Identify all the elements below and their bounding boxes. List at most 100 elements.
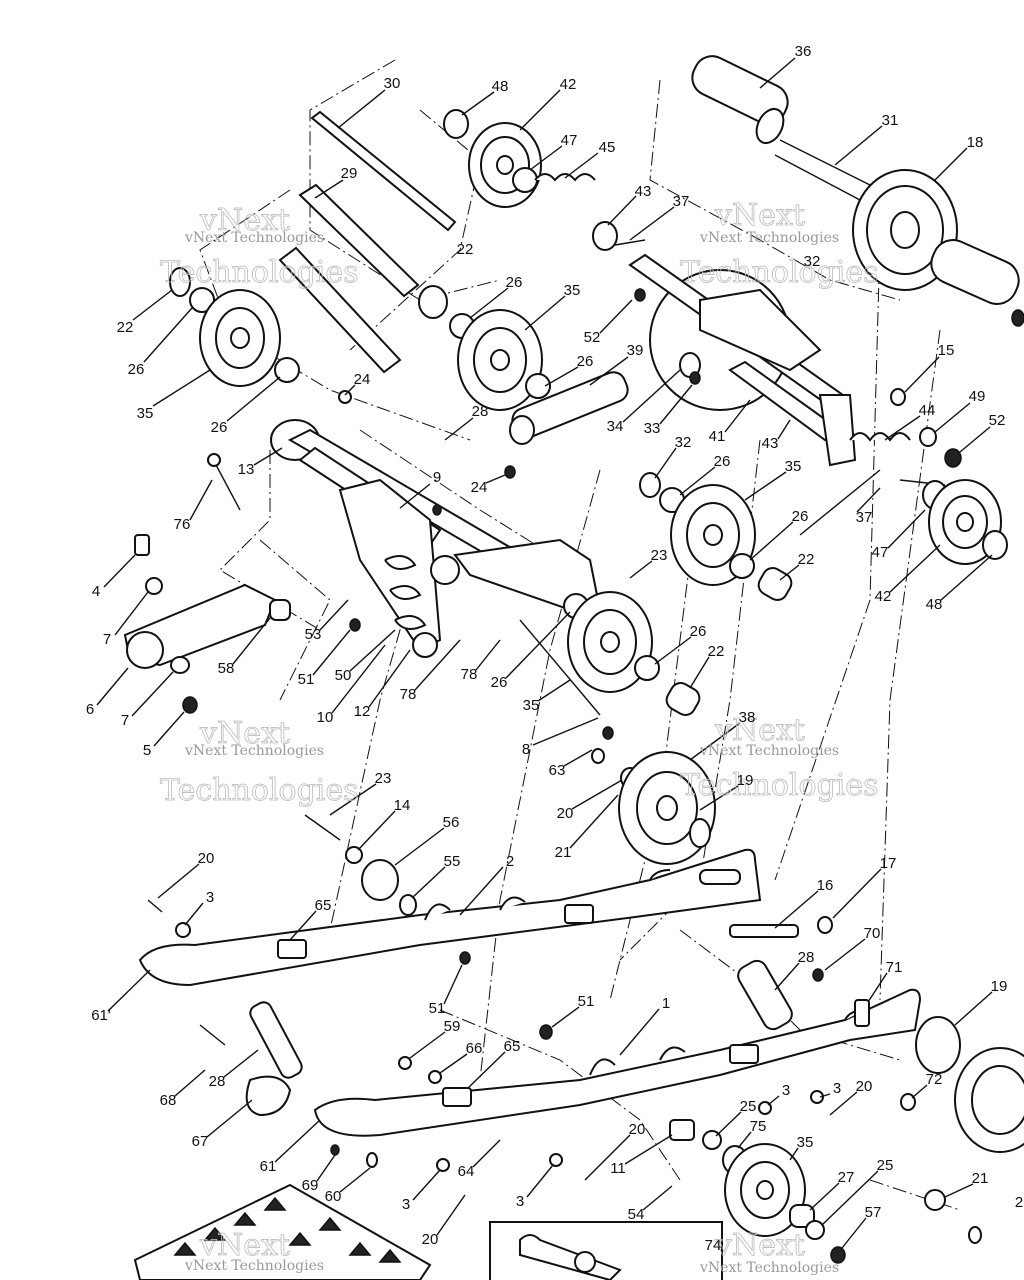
callout-36: 36 — [795, 43, 812, 60]
slide-rail-lower — [313, 916, 922, 1137]
callout-26: 26 — [491, 674, 508, 691]
track-segment — [133, 1183, 432, 1280]
watermark-text: vNext Technologies — [699, 1260, 839, 1276]
large-lower-wheel — [618, 751, 716, 865]
inset-box — [489, 1221, 723, 1280]
callout-44: 44 — [919, 402, 936, 419]
callout-34: 34 — [607, 418, 624, 435]
watermark-top-left: vNext vNext Technologies Technologies — [160, 203, 359, 291]
callout-1: 1 — [662, 995, 670, 1012]
callout-38: 38 — [739, 709, 756, 726]
callout-leaders — [96, 57, 993, 1249]
callout-63: 63 — [549, 762, 566, 779]
callout-2: 2 — [1015, 1194, 1023, 1211]
callout-27: 27 — [838, 1169, 855, 1186]
callout-24: 24 — [471, 479, 488, 496]
callout-56: 56 — [443, 814, 460, 831]
callout-15: 15 — [938, 342, 955, 359]
callout-20: 20 — [422, 1231, 439, 1248]
shafts — [278, 110, 457, 374]
callout-12: 12 — [354, 703, 371, 720]
callout-72: 72 — [926, 1071, 943, 1088]
callout-23: 23 — [651, 547, 668, 564]
callout-66: 66 — [466, 1040, 483, 1057]
callout-35: 35 — [137, 405, 154, 422]
middle-right-wheel — [639, 472, 793, 601]
callout-35: 35 — [797, 1134, 814, 1151]
callout-50: 50 — [335, 667, 352, 684]
callout-39: 39 — [627, 342, 644, 359]
callout-42: 42 — [560, 76, 577, 93]
right-idler-wheel — [922, 479, 1008, 565]
callout-9: 9 — [433, 469, 441, 486]
callout-61: 61 — [260, 1158, 277, 1175]
watermark-text: Technologies — [680, 255, 879, 290]
callout-20: 20 — [856, 1078, 873, 1095]
watermark-text: vNext Technologies — [699, 230, 839, 246]
left-upper-wheel — [169, 267, 300, 387]
watermark-text: vNext — [199, 1228, 290, 1263]
callout-37: 37 — [673, 193, 690, 210]
watermark-text: Technologies — [680, 768, 879, 803]
callout-54: 54 — [628, 1206, 645, 1223]
callout-22: 22 — [798, 551, 815, 568]
callout-53: 53 — [305, 626, 322, 643]
callout-49: 49 — [969, 388, 986, 405]
front-link-assembly — [123, 534, 361, 714]
callout-6: 6 — [86, 701, 94, 718]
callout-16: 16 — [817, 877, 834, 894]
callout-35: 35 — [523, 697, 540, 714]
callout-26: 26 — [128, 361, 145, 378]
lower-right-wheel — [330, 1016, 1024, 1264]
callout-25: 25 — [877, 1157, 894, 1174]
callout-57: 57 — [865, 1204, 882, 1221]
callout-26: 26 — [690, 623, 707, 640]
callout-7: 7 — [103, 631, 111, 648]
callout-65: 65 — [315, 897, 332, 914]
callout-51: 51 — [429, 1000, 446, 1017]
callout-67: 67 — [192, 1133, 209, 1150]
callout-14: 14 — [394, 797, 411, 814]
callout-35: 35 — [785, 458, 802, 475]
callout-19: 19 — [991, 978, 1008, 995]
callout-26: 26 — [211, 419, 228, 436]
middle-upper-wheel — [418, 285, 646, 411]
callout-33: 33 — [644, 420, 661, 437]
callout-52: 52 — [584, 329, 601, 346]
callout-17: 17 — [880, 855, 897, 872]
callout-28: 28 — [209, 1073, 226, 1090]
callout-78: 78 — [400, 686, 417, 703]
callout-3: 3 — [206, 889, 214, 906]
callout-76: 76 — [174, 516, 191, 533]
callout-28: 28 — [798, 949, 815, 966]
callout-48: 48 — [926, 596, 943, 613]
callout-43: 43 — [762, 435, 779, 452]
callout-51: 51 — [578, 993, 595, 1010]
callout-2: 2 — [506, 853, 514, 870]
callout-19: 19 — [737, 772, 754, 789]
callout-18: 18 — [967, 134, 984, 151]
watermark-text: vNext — [714, 198, 805, 233]
rear-pivot-assembly — [509, 253, 962, 536]
callout-75: 75 — [750, 1118, 767, 1135]
upper-idler-wheel — [443, 109, 646, 251]
callout-69: 69 — [302, 1177, 319, 1194]
callout-22: 22 — [708, 643, 725, 660]
callout-68: 68 — [160, 1092, 177, 1109]
callout-60: 60 — [325, 1188, 342, 1205]
watermark-text: vNext Technologies — [184, 1258, 324, 1274]
callout-8: 8 — [522, 741, 530, 758]
watermark-text: vNext — [714, 1228, 805, 1263]
callout-64: 64 — [458, 1163, 475, 1180]
watermark-bottom-left: vNext vNext Technologies — [184, 1228, 324, 1274]
callout-13: 13 — [238, 461, 255, 478]
callout-41: 41 — [709, 428, 726, 445]
callout-28: 28 — [472, 403, 489, 420]
callout-3: 3 — [516, 1193, 524, 1210]
callout-37: 37 — [856, 509, 873, 526]
slide-rail-upper — [138, 814, 762, 987]
watermark-text: Technologies — [160, 255, 359, 290]
callout-22: 22 — [457, 241, 474, 258]
